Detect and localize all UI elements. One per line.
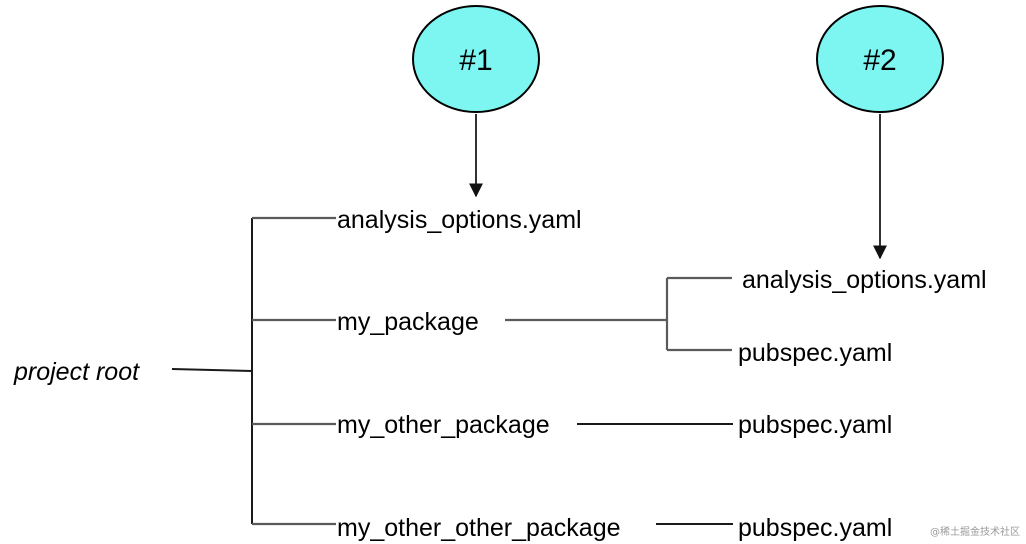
- badge-2-circle: [816, 5, 944, 113]
- badge-2-label: #2: [863, 44, 896, 77]
- my-package-pubspec-label: pubspec.yaml: [738, 339, 892, 367]
- root-analysis-options-label: analysis_options.yaml: [337, 206, 582, 234]
- my-other-package-pubspec-label: pubspec.yaml: [738, 411, 892, 439]
- my-other-other-package-label: my_other_other_package: [337, 514, 621, 542]
- my-package-analysis-options-label: analysis_options.yaml: [742, 266, 987, 294]
- root-connector: [171, 368, 253, 372]
- my-other-other-package-pubspec-label: pubspec.yaml: [738, 514, 892, 542]
- badge-1-circle: [412, 5, 540, 113]
- project-root-label: project root: [13, 358, 140, 386]
- my-package-label: my_package: [337, 308, 479, 336]
- watermark-text: @稀土掘金技术社区: [930, 527, 1020, 538]
- badge-1-label: #1: [459, 44, 492, 77]
- my-other-package-label: my_other_package: [337, 411, 550, 439]
